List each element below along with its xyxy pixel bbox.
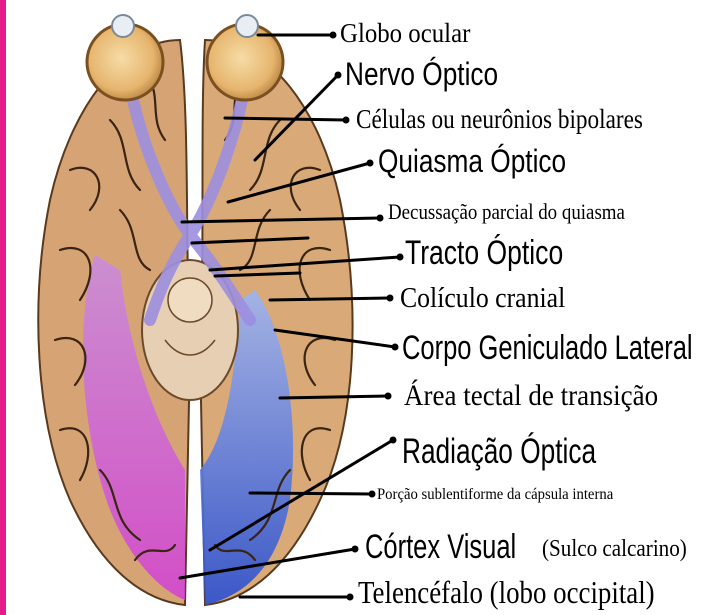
label-sulco-calcarino: (Sulco calcarino) (542, 537, 687, 561)
label-area-tectal: Área tectal de transição (404, 381, 658, 411)
label-quiasma-optico: Quiasma Óptico (378, 145, 566, 177)
label-cortex-visual: Córtex Visual (365, 530, 516, 564)
label-tracto-optico: Tracto Óptico (405, 236, 563, 270)
label-decussacao: Decussação parcial do quiasma (388, 201, 625, 223)
label-radiacao-optica: Radiação Óptica (402, 434, 596, 469)
label-celulas-bipolares: Células ou neurônios bipolares (356, 106, 643, 133)
label-porcao-sublentiforme: Porção sublentiforme da cápsula interna (377, 487, 613, 503)
label-nervo-optico: Nervo Óptico (345, 58, 498, 90)
label-corpo-geniculado-lateral: Corpo Geniculado Lateral (402, 331, 693, 365)
label-globo-ocular: Globo ocular (340, 20, 470, 47)
label-telencefalo: Telencéfalo (lobo occipital) (358, 576, 655, 608)
label-coliculo-cranial: Colículo cranial (400, 285, 565, 313)
